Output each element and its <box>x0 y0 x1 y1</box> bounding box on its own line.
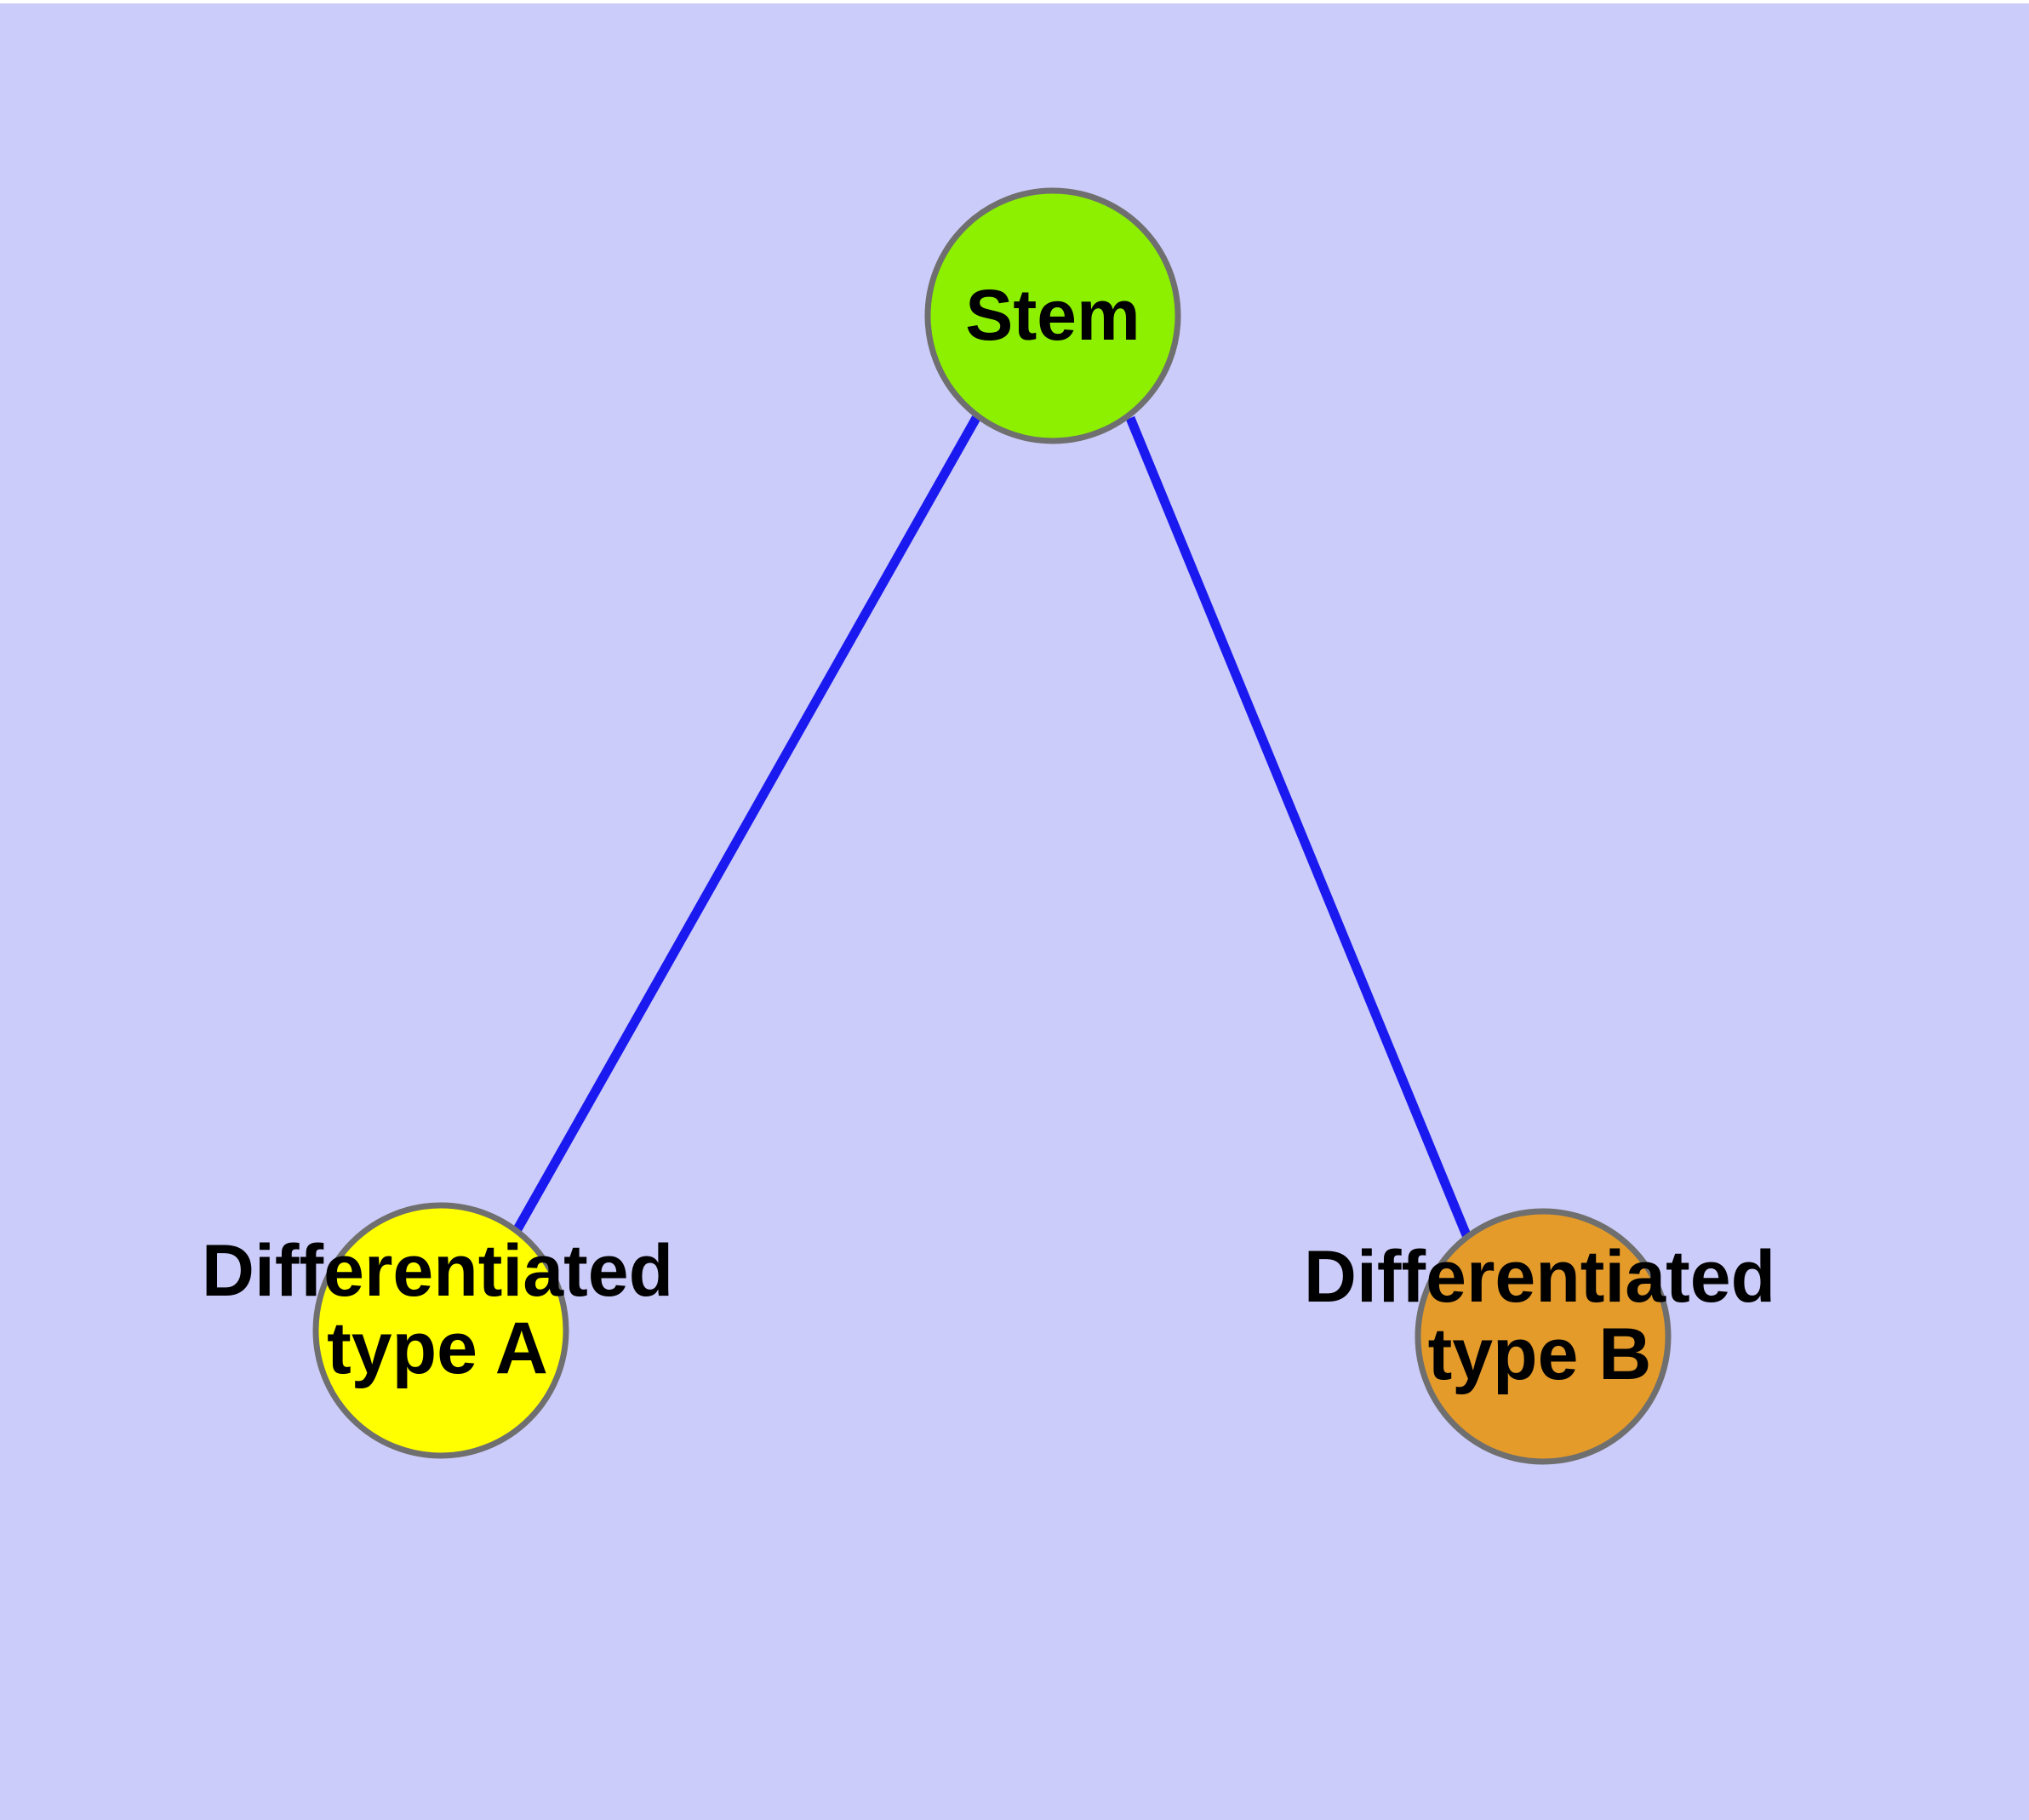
edge-stem-to-diff-a[interactable] <box>513 415 980 1232</box>
node-layer <box>312 187 1672 1465</box>
edge-stem-to-diff-b[interactable] <box>1125 415 1472 1238</box>
node-stem[interactable] <box>924 187 1181 444</box>
node-diff-b[interactable] <box>1415 1208 1672 1465</box>
node-diff-a[interactable] <box>312 1202 569 1459</box>
diagram-background: Stem Differentiated type A Differentiate… <box>0 3 2029 1820</box>
edge-layer <box>513 415 1472 1238</box>
graph-svg <box>312 187 1672 1465</box>
